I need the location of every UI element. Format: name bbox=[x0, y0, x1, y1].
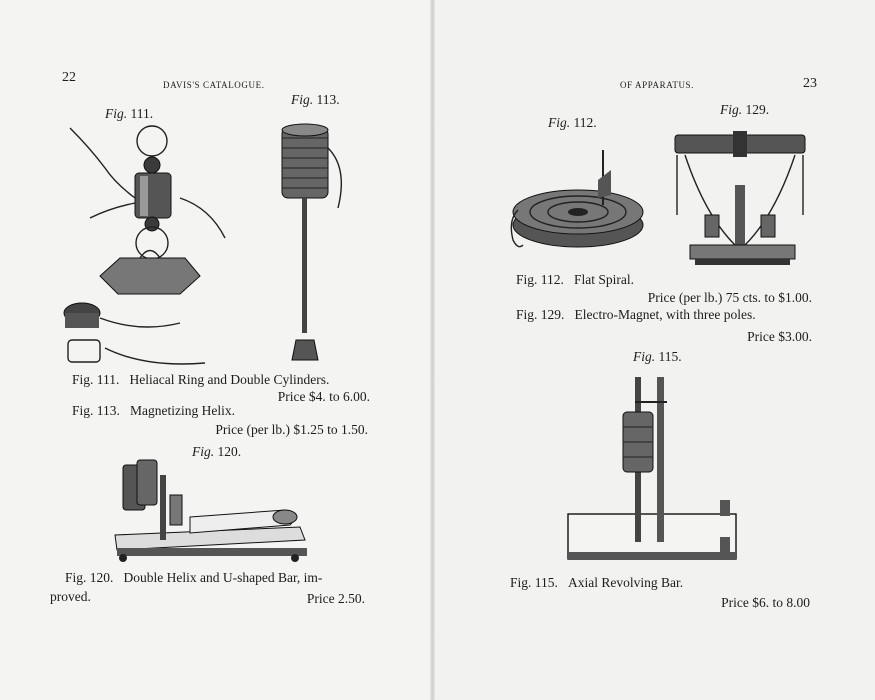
catalogue-entry: Fig. 111. Heliacal Ring and Double Cylin… bbox=[72, 372, 330, 387]
right-page bbox=[434, 0, 875, 700]
catalogue-entry: Fig. 113. Magnetizing Helix. bbox=[72, 403, 235, 418]
entry-price: Price (per lb.) $1.25 to 1.50. bbox=[215, 422, 368, 437]
axial-revolving-bar-illustration bbox=[567, 377, 737, 560]
electro-magnet-illustration bbox=[674, 131, 806, 265]
catalogue-entry: Fig. 129. Electro-Magnet, with three pol… bbox=[516, 307, 756, 322]
figure-label: Fig. 120. bbox=[192, 444, 242, 459]
entry-price: Price (per lb.) 75 cts. to $1.00. bbox=[647, 290, 812, 305]
entry-title-continuation: proved. bbox=[50, 589, 91, 604]
page-number: 23 bbox=[803, 76, 817, 91]
figure-label: Fig. 112. bbox=[548, 115, 597, 130]
catalogue-entry: Fig. 115. Axial Revolving Bar. bbox=[510, 575, 684, 590]
page-number: 22 bbox=[62, 70, 76, 85]
catalogue-entry: Fig. 112. Flat Spiral. bbox=[516, 272, 635, 287]
entry-price: Price $6. to 8.00 bbox=[721, 595, 810, 610]
figure-label: Fig. 115. bbox=[633, 349, 682, 364]
figure-label: Fig. 129. bbox=[720, 102, 770, 117]
figure-label: Fig. 113. bbox=[291, 92, 340, 107]
entry-price: Price $3.00. bbox=[747, 329, 812, 344]
heliacal-ring-illustration bbox=[63, 125, 226, 365]
book-gutter bbox=[430, 0, 435, 700]
entry-price: Price 2.50. bbox=[306, 591, 365, 606]
figure-label: Fig. 111. bbox=[105, 106, 154, 121]
magnetizing-helix-illustration bbox=[281, 123, 343, 361]
flat-spiral-illustration bbox=[510, 150, 644, 248]
running-head: DAVIS'S CATALOGUE. bbox=[163, 80, 265, 90]
left-page bbox=[0, 0, 432, 700]
catalogue-entry: Fig. 120. Double Helix and U-shaped Bar,… bbox=[65, 570, 323, 585]
entry-price: Price $4. to 6.00. bbox=[277, 389, 370, 404]
double-helix-illustration bbox=[114, 459, 307, 562]
running-head: OF APPARATUS. bbox=[620, 80, 694, 90]
